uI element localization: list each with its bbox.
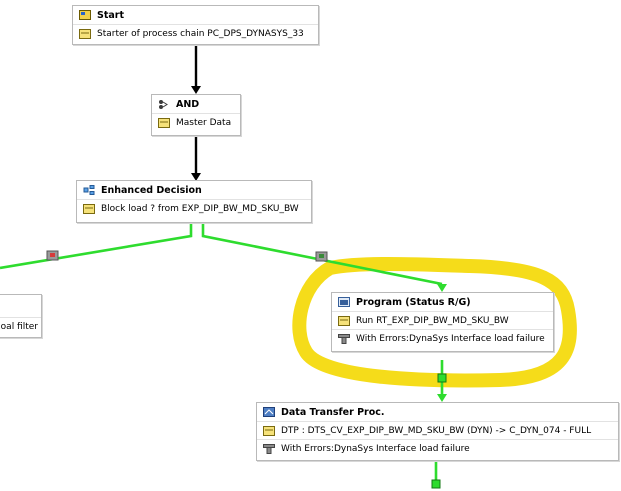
error-status-icon [338, 333, 350, 344]
decision-icon [83, 185, 95, 195]
dtp-node-status: With Errors:DynaSys Interface load failu… [281, 443, 470, 454]
and-icon [158, 99, 170, 109]
status-square-dtp [431, 479, 441, 489]
dtp-node-title: Data Transfer Proc. [281, 406, 385, 418]
and-node-header: AND [152, 95, 240, 113]
dtp-node-status-row: With Errors:DynaSys Interface load failu… [257, 439, 618, 457]
dtp-node[interactable]: Data Transfer Proc. DTP : DTS_CV_EXP_DIP… [256, 402, 619, 461]
arrowhead-and [191, 86, 201, 94]
arrowhead-program [437, 284, 447, 292]
and-node-detail-row: Master Data [152, 113, 240, 131]
variant-icon [338, 315, 350, 326]
start-node[interactable]: Start Starter of process chain PC_DPS_DY… [72, 5, 319, 45]
program-node-status-row: With Errors:DynaSys Interface load failu… [332, 329, 553, 347]
condition-icon-right[interactable] [315, 251, 328, 262]
decision-node-detail-row: Block load ? from EXP_DIP_BW_MD_SKU_BW [77, 199, 311, 217]
start-node-detail: Starter of process chain PC_DPS_DYNASYS_… [97, 28, 304, 39]
variant-icon [263, 425, 275, 436]
variant-icon [83, 203, 95, 214]
partial-left-node[interactable]: oal filter [0, 294, 42, 338]
and-node-title: AND [176, 98, 200, 110]
status-square-program [437, 373, 447, 383]
and-node[interactable]: AND Master Data [151, 94, 241, 136]
and-node-detail: Master Data [176, 117, 232, 128]
program-node-header: Program (Status R/G) [332, 293, 553, 311]
program-node-detail: Run RT_EXP_DIP_BW_MD_SKU_BW [356, 315, 509, 326]
decision-node-title: Enhanced Decision [101, 184, 202, 196]
start-node-title: Start [97, 9, 125, 21]
program-node-title: Program (Status R/G) [356, 296, 471, 308]
error-status-icon [263, 443, 275, 454]
program-node-detail-row: Run RT_EXP_DIP_BW_MD_SKU_BW [332, 311, 553, 329]
dtp-node-detail-row: DTP : DTS_CV_EXP_DIP_BW_MD_SKU_BW (DYN) … [257, 421, 618, 439]
decision-node-header: Enhanced Decision [77, 181, 311, 199]
arrowhead-decision [191, 173, 201, 181]
start-node-detail-row: Starter of process chain PC_DPS_DYNASYS_… [73, 24, 318, 42]
decision-node[interactable]: Enhanced Decision Block load ? from EXP_… [76, 180, 312, 223]
program-node[interactable]: Program (Status R/G) Run RT_EXP_DIP_BW_M… [331, 292, 554, 352]
arrowhead-dtp [437, 394, 447, 402]
dtp-icon [263, 407, 275, 417]
partial-left-detail-row: oal filter [0, 317, 41, 335]
program-icon [338, 297, 350, 307]
variant-icon [79, 28, 91, 39]
dtp-node-detail: DTP : DTS_CV_EXP_DIP_BW_MD_SKU_BW (DYN) … [281, 425, 592, 436]
highlight-marker [292, 257, 577, 388]
variant-icon [158, 117, 170, 128]
decision-node-detail: Block load ? from EXP_DIP_BW_MD_SKU_BW [101, 203, 299, 214]
start-node-header: Start [73, 6, 318, 24]
dtp-node-header: Data Transfer Proc. [257, 403, 618, 421]
condition-icon-left[interactable] [46, 250, 59, 261]
partial-left-detail: oal filter [0, 321, 38, 332]
start-flag-icon [79, 10, 91, 20]
program-node-status: With Errors:DynaSys Interface load failu… [356, 333, 545, 344]
